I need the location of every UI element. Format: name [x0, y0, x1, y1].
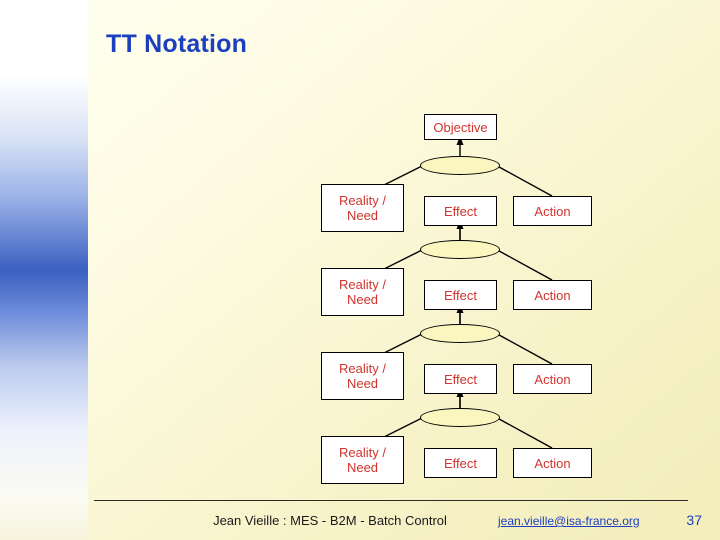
node-effect-4[interactable]: Effect [424, 448, 497, 478]
footer-divider [94, 500, 688, 501]
left-decorative-band [0, 0, 88, 540]
node-effect-3[interactable]: Effect [424, 364, 497, 394]
node-action-2[interactable]: Action [513, 280, 592, 310]
node-reality-4[interactable]: Reality / Need [321, 436, 404, 484]
junction-ellipse-1 [420, 156, 500, 175]
node-reality-3[interactable]: Reality / Need [321, 352, 404, 400]
junction-ellipse-3 [420, 324, 500, 343]
junction-ellipse-2 [420, 240, 500, 259]
node-effect-2[interactable]: Effect [424, 280, 497, 310]
node-objective[interactable]: Objective [424, 114, 497, 140]
node-action-3[interactable]: Action [513, 364, 592, 394]
junction-ellipse-4 [420, 408, 500, 427]
footer-author: Jean Vieille : MES - B2M - Batch Control [213, 513, 447, 528]
node-reality-1[interactable]: Reality / Need [321, 184, 404, 232]
node-action-4[interactable]: Action [513, 448, 592, 478]
footer-email-link[interactable]: jean.vieille@isa-france.org [498, 514, 640, 528]
node-effect-1[interactable]: Effect [424, 196, 497, 226]
page-title: TT Notation [106, 30, 248, 58]
footer-page-number: 37 [686, 512, 702, 528]
node-action-1[interactable]: Action [513, 196, 592, 226]
node-reality-2[interactable]: Reality / Need [321, 268, 404, 316]
